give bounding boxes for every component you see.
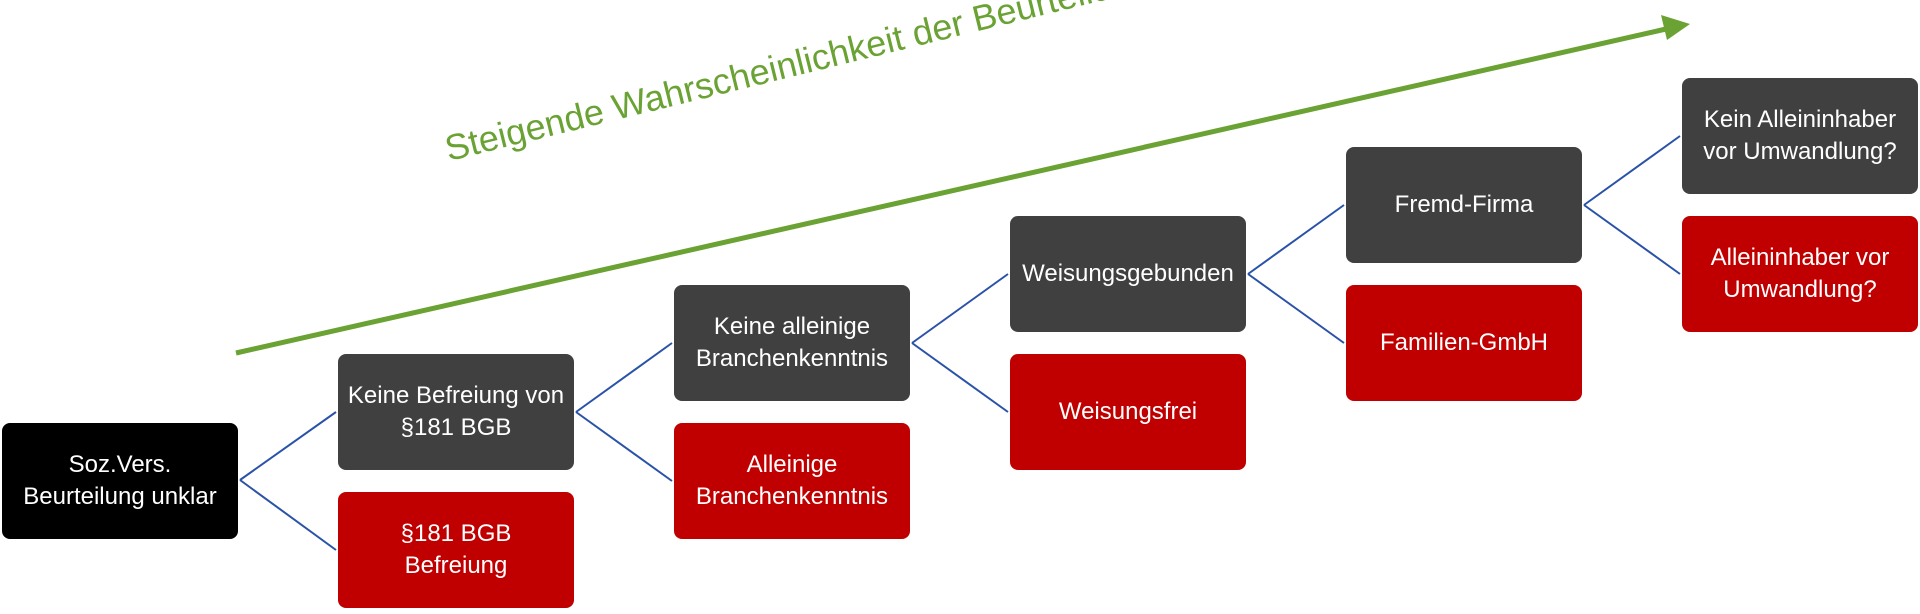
connector-level2-to-level3-negative: [911, 342, 1009, 413]
node-level2-negative[interactable]: Alleinige Branchenkenntnis: [674, 423, 910, 539]
node-level5-negative[interactable]: Alleininhaber vor Umwandlung?: [1682, 216, 1918, 332]
trend-arrow-shaft: [235, 26, 1667, 356]
node-level3-negative[interactable]: Weisungsfrei: [1010, 354, 1246, 470]
connectors: [239, 135, 1681, 551]
connector-level1-to-level2-positive: [575, 342, 673, 413]
node-level3-positive[interactable]: Weisungsgebunden: [1010, 216, 1246, 332]
connector-level3-to-level4-negative: [1247, 273, 1345, 344]
node-level4-positive[interactable]: Fremd-Firma: [1346, 147, 1582, 263]
node-level1-positive[interactable]: Keine Befreiung von §181 BGB: [338, 354, 574, 470]
node-level1-negative[interactable]: §181 BGB Befreiung: [338, 492, 574, 608]
connector-root-to-level1-positive: [239, 411, 337, 481]
trend-arrow: [235, 15, 1690, 356]
node-level2-positive[interactable]: Keine alleinige Branchenkenntnis: [674, 285, 910, 401]
connector-level3-to-level4-positive: [1247, 204, 1345, 275]
node-level5-positive[interactable]: Kein Alleininhaber vor Umwandlung?: [1682, 78, 1918, 194]
connector-level1-to-level2-negative: [575, 411, 673, 482]
node-level4-negative[interactable]: Familien-GmbH: [1346, 285, 1582, 401]
trend-arrow-head: [1661, 15, 1690, 40]
node-root[interactable]: Soz.Vers. Beurteilung unklar: [2, 423, 238, 539]
connector-level2-to-level3-positive: [911, 273, 1009, 344]
connector-root-to-level1-negative: [239, 479, 337, 551]
connector-level4-to-level5-negative: [1583, 204, 1681, 275]
connector-level4-to-level5-positive: [1583, 135, 1681, 206]
